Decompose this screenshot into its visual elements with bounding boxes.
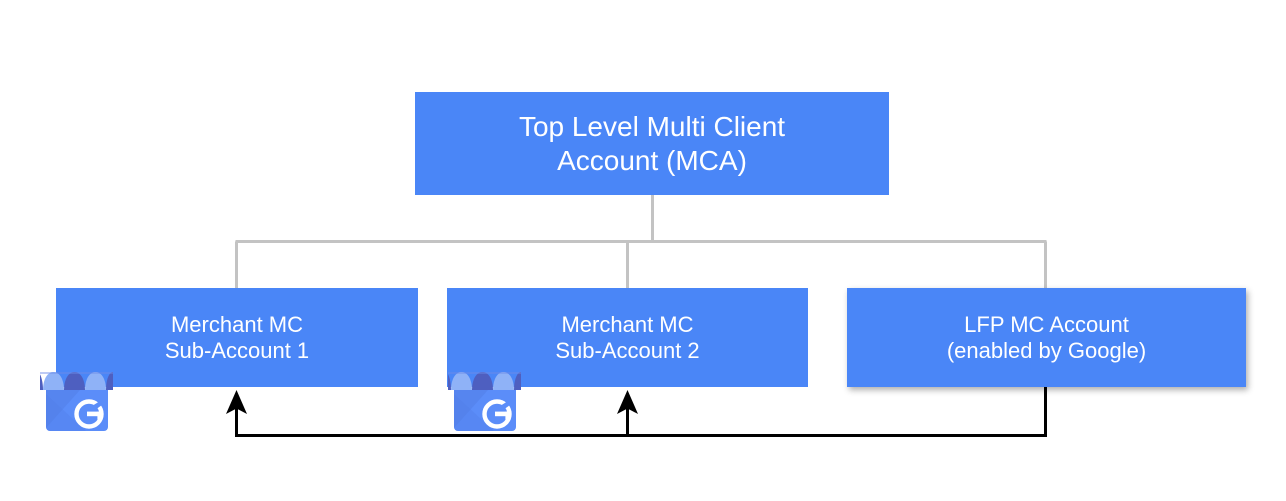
node-lfp-mc-account[interactable]: LFP MC Account (enabled by Google) xyxy=(847,288,1246,387)
arrowhead-sub2 xyxy=(617,390,638,414)
node-merchant-mc-sub-account-2[interactable]: Merchant MC Sub-Account 2 xyxy=(447,288,808,387)
google-my-business-icon xyxy=(448,372,521,431)
node-top-level-mca[interactable]: Top Level Multi Client Account (MCA) xyxy=(415,92,889,195)
arrowhead-sub1 xyxy=(226,390,247,414)
node-top-level-mca-label: Top Level Multi Client Account (MCA) xyxy=(518,111,786,176)
node-merchant-mc-sub-account-1-label: Merchant MC Sub-Account 1 xyxy=(164,311,310,363)
google-my-business-icon xyxy=(40,372,113,431)
gmb-letter-g xyxy=(482,399,512,429)
node-lfp-mc-account-label: LFP MC Account (enabled by Google) xyxy=(946,311,1147,363)
node-merchant-mc-sub-account-2-label: Merchant MC Sub-Account 2 xyxy=(555,311,700,363)
node-merchant-mc-sub-account-1[interactable]: Merchant MC Sub-Account 1 xyxy=(56,288,418,387)
gmb-letter-g xyxy=(74,399,104,429)
flow-path-lfp-to-sub1 xyxy=(235,387,1047,437)
